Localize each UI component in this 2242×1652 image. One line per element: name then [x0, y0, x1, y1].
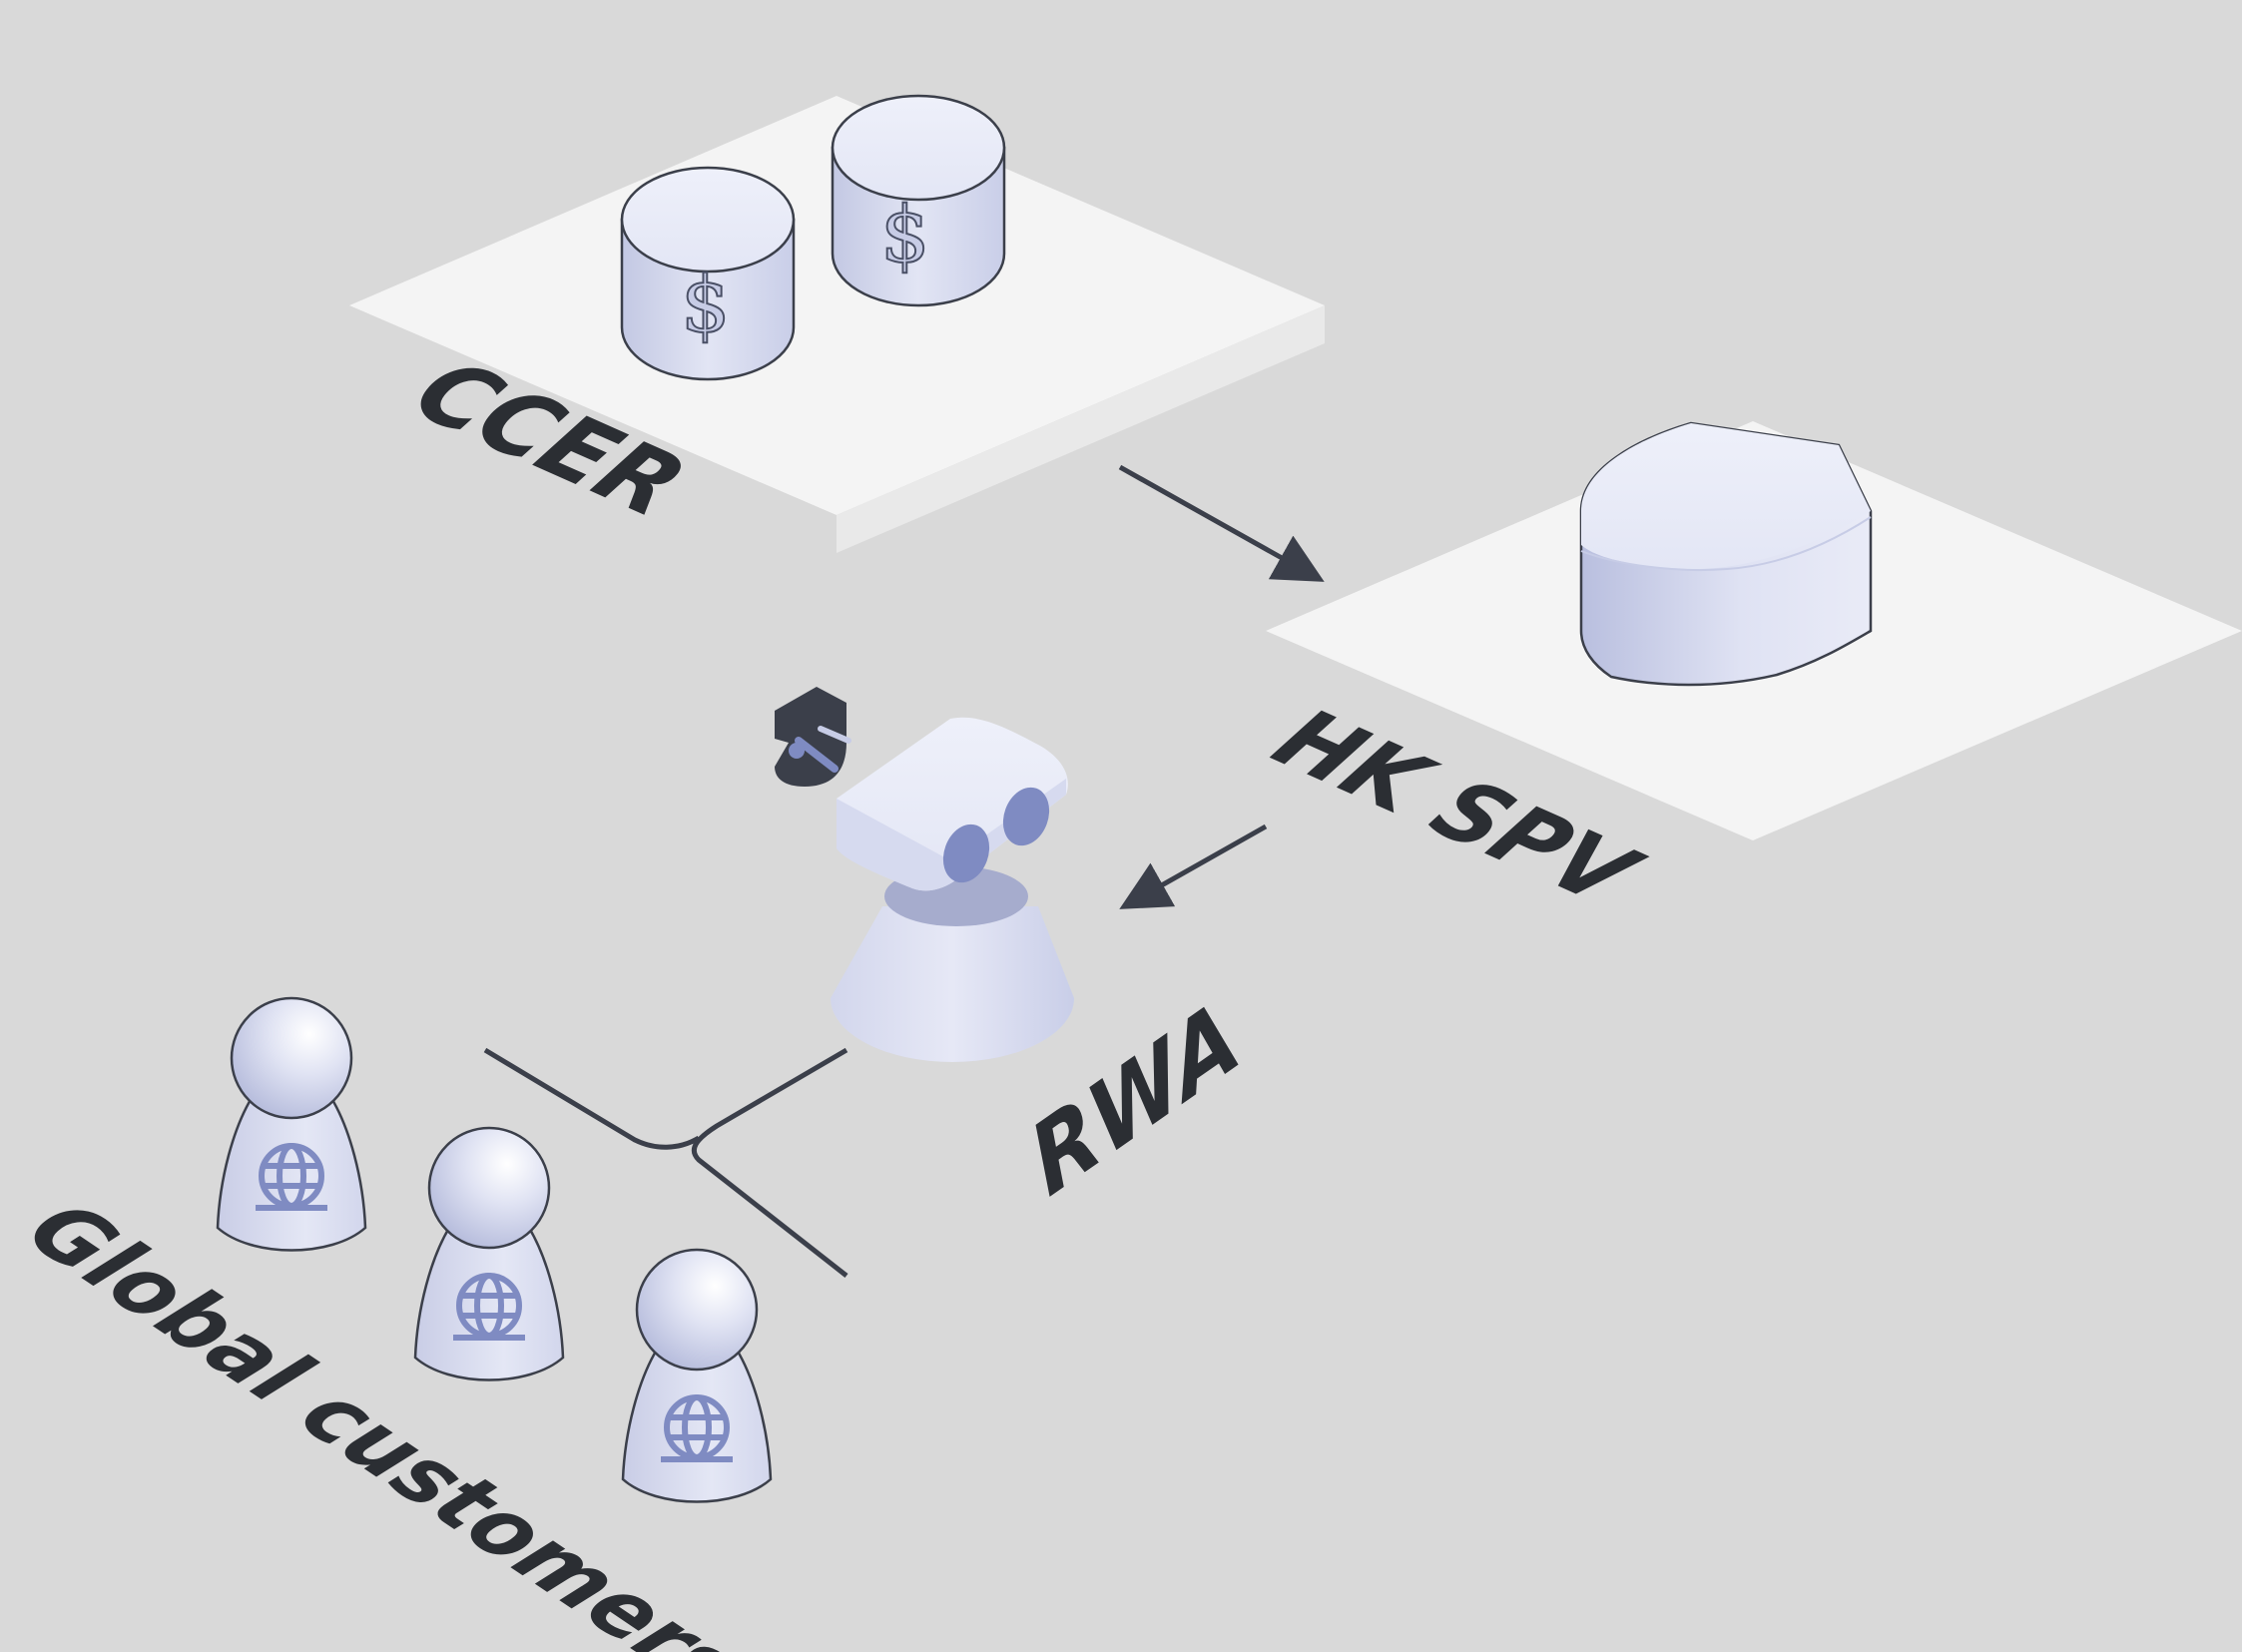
customer-figure [621, 1248, 773, 1503]
dollar-sign-icon: $ [880, 191, 930, 280]
customer-figure [413, 1126, 565, 1381]
shield-icon [1579, 421, 1873, 687]
arrow-hk-spv-to-rwa [1119, 824, 1268, 909]
ccer-platform [349, 96, 1325, 553]
robot-eye [942, 824, 990, 883]
globe-icon [661, 1394, 733, 1462]
globe-icon [256, 1143, 327, 1211]
globe-icon [453, 1273, 525, 1341]
tools-icon [775, 687, 851, 787]
connector-rwa-to-customers [483, 1047, 848, 1278]
customer-figure [216, 996, 367, 1252]
ccer-token-cylinder: $ [831, 94, 1006, 307]
robot-icon [831, 717, 1074, 1062]
arrow-ccer-to-hk-spv [1118, 464, 1325, 582]
dollar-sign-icon: $ [681, 261, 731, 350]
ccer-token-cylinder: $ [620, 166, 796, 381]
robot-eye [1002, 787, 1050, 846]
